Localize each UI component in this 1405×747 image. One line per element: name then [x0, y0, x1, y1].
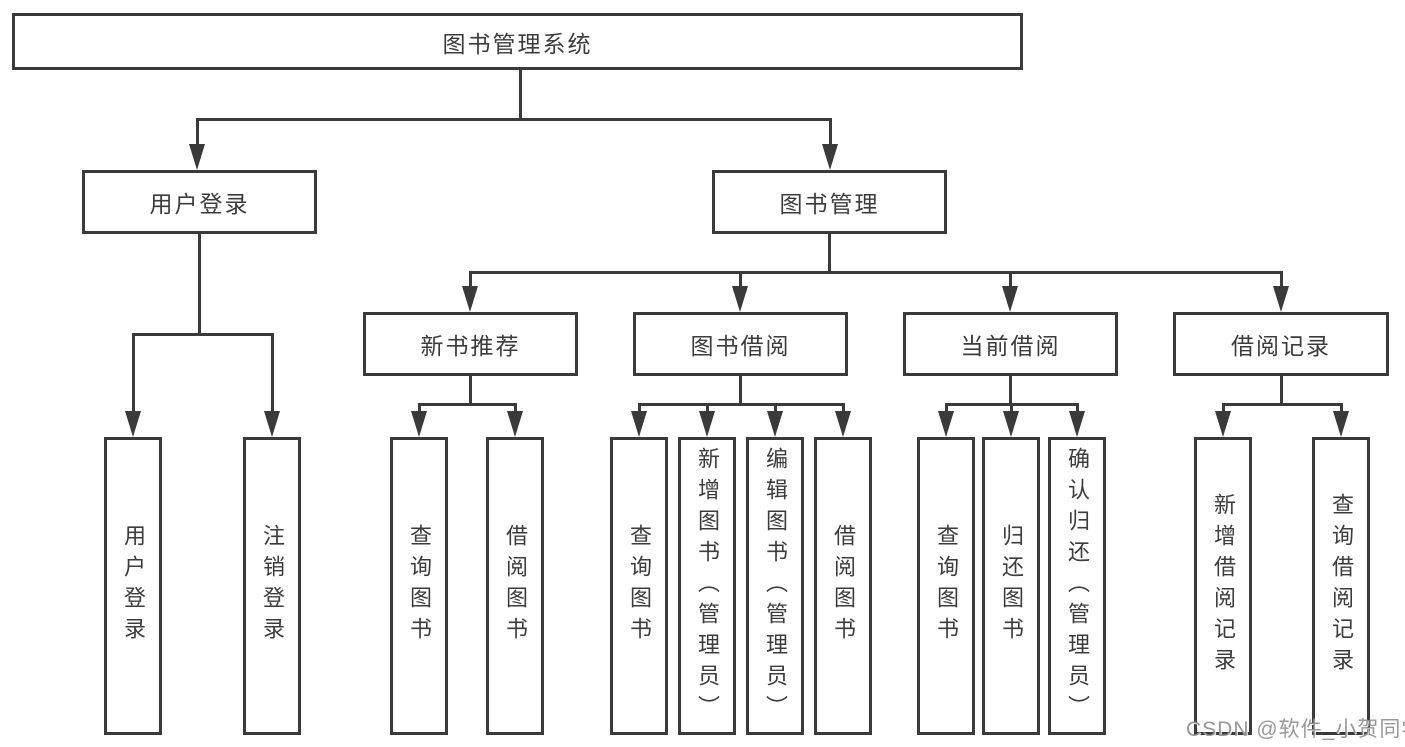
- connector-level2-rail: [197, 118, 831, 121]
- arrow-head-icon: [1215, 411, 1231, 437]
- leaf-query-books-borrow-label: 查询图书: [627, 524, 652, 648]
- leaf-query-books-recommend-label: 查询图书: [407, 524, 432, 648]
- node-root-label: 图书管理系统: [442, 30, 593, 57]
- connector-arrow-shaft: [1009, 271, 1012, 289]
- connector-current-borrow-stub: [1009, 375, 1012, 406]
- arrow-head-icon: [1333, 411, 1349, 437]
- connector-user-login-stub: [198, 234, 201, 335]
- connector-borrow-records-rail: [1222, 403, 1342, 406]
- connector-arrow-shaft: [774, 403, 777, 413]
- connector-arrow-shaft: [829, 118, 832, 148]
- arrow-head-icon: [938, 411, 954, 437]
- connector-root-stub: [519, 70, 522, 120]
- connector-arrow-shaft: [842, 403, 845, 413]
- connector-level3-rail: [469, 271, 1282, 274]
- node-root: 图书管理系统: [12, 13, 1023, 70]
- connector-arrow-shaft: [418, 403, 421, 413]
- arrow-head-icon: [822, 144, 838, 170]
- arrow-head-icon: [411, 411, 427, 437]
- leaf-add-book-admin: 新增图书（管理员）: [678, 437, 736, 735]
- connector-user-login-rail: [132, 333, 273, 336]
- leaf-user-login: 用户登录: [104, 437, 162, 735]
- leaf-borrow-books: 借阅图书: [814, 437, 872, 735]
- connector-arrow-shaft: [469, 271, 472, 289]
- arrow-head-icon: [1273, 286, 1289, 312]
- leaf-return-book-label: 归还图书: [999, 524, 1024, 648]
- connector-arrow-shaft: [1222, 403, 1225, 413]
- node-borrow-records-label: 借阅记录: [1231, 333, 1331, 359]
- connector-arrow-shaft: [1280, 271, 1283, 289]
- leaf-query-books-current-label: 查询图书: [934, 524, 959, 648]
- leaf-edit-book-admin-label: 编辑图书（管理员）: [763, 446, 788, 726]
- arrow-head-icon: [1002, 286, 1018, 312]
- arrow-head-icon: [462, 286, 478, 312]
- arrow-head-icon: [125, 411, 141, 437]
- connector-arrow-shaft: [1010, 403, 1013, 413]
- connector-arrow-shaft: [132, 333, 135, 413]
- connector-arrow-shaft: [514, 403, 517, 413]
- node-book-borrow-label: 图书借阅: [690, 333, 791, 359]
- connector-arrow-shaft: [739, 271, 742, 289]
- leaf-user-login-label: 用户登录: [121, 524, 146, 648]
- leaf-logout-label: 注销登录: [260, 524, 285, 648]
- node-user-login-label: 用户登录: [149, 191, 250, 217]
- connector-new-book-rail: [418, 403, 516, 406]
- connector-arrow-shaft: [1340, 403, 1343, 413]
- connector-arrow-shaft: [945, 403, 948, 413]
- arrow-head-icon: [264, 411, 280, 437]
- leaf-confirm-return-admin-label: 确认归还（管理员）: [1065, 446, 1090, 726]
- leaf-add-borrow-record-label: 新增借阅记录: [1211, 493, 1236, 679]
- leaf-confirm-return-admin: 确认归还（管理员）: [1048, 437, 1106, 735]
- leaf-borrow-books-recommend-label: 借阅图书: [503, 524, 528, 648]
- arrow-head-icon: [835, 411, 851, 437]
- arrow-head-icon: [507, 411, 523, 437]
- leaf-edit-book-admin: 编辑图书（管理员）: [746, 437, 804, 735]
- arrow-head-icon: [1003, 411, 1019, 437]
- leaf-query-borrow-record: 查询借阅记录: [1312, 437, 1370, 735]
- leaf-return-book: 归还图书: [982, 437, 1040, 735]
- node-book-borrow: 图书借阅: [633, 312, 848, 376]
- leaf-query-books-recommend: 查询图书: [390, 437, 448, 735]
- leaf-borrow-books-recommend: 借阅图书: [486, 437, 544, 735]
- arrow-head-icon: [189, 144, 205, 170]
- connector-arrow-shaft: [196, 118, 199, 148]
- connector-book-borrow-stub: [739, 375, 742, 406]
- leaf-add-borrow-record: 新增借阅记录: [1194, 437, 1252, 735]
- csdn-watermark: CSDN @软件_小贺同学: [1186, 718, 1405, 741]
- leaf-borrow-books-label: 借阅图书: [831, 524, 856, 648]
- node-current-borrow: 当前借阅: [903, 312, 1118, 376]
- connector-arrow-shaft: [638, 403, 641, 413]
- connector-arrow-shaft: [706, 403, 709, 413]
- leaf-query-books-current: 查询图书: [917, 437, 975, 735]
- node-borrow-records: 借阅记录: [1173, 312, 1389, 376]
- arrow-head-icon: [699, 411, 715, 437]
- node-user-login: 用户登录: [82, 170, 317, 234]
- arrow-head-icon: [732, 286, 748, 312]
- arrow-head-icon: [631, 411, 647, 437]
- node-current-borrow-label: 当前借阅: [960, 333, 1061, 359]
- connector-arrow-shaft: [271, 333, 274, 413]
- arrow-head-icon: [767, 411, 783, 437]
- connector-borrow-records-stub: [1280, 375, 1283, 406]
- leaf-query-books-borrow: 查询图书: [610, 437, 668, 735]
- node-book-management: 图书管理: [712, 170, 947, 234]
- connector-arrow-shaft: [1076, 403, 1079, 413]
- node-new-book-recommend-label: 新书推荐: [420, 333, 521, 359]
- arrow-head-icon: [1069, 411, 1085, 437]
- leaf-query-borrow-record-label: 查询借阅记录: [1329, 493, 1354, 679]
- leaf-add-book-admin-label: 新增图书（管理员）: [695, 446, 720, 726]
- connector-book-management-stub: [828, 234, 831, 274]
- node-new-book-recommend: 新书推荐: [363, 312, 578, 376]
- connector-book-borrow-rail: [638, 403, 844, 406]
- connector-new-book-stub: [469, 375, 472, 406]
- leaf-logout: 注销登录: [243, 437, 301, 735]
- node-book-management-label: 图书管理: [779, 191, 880, 217]
